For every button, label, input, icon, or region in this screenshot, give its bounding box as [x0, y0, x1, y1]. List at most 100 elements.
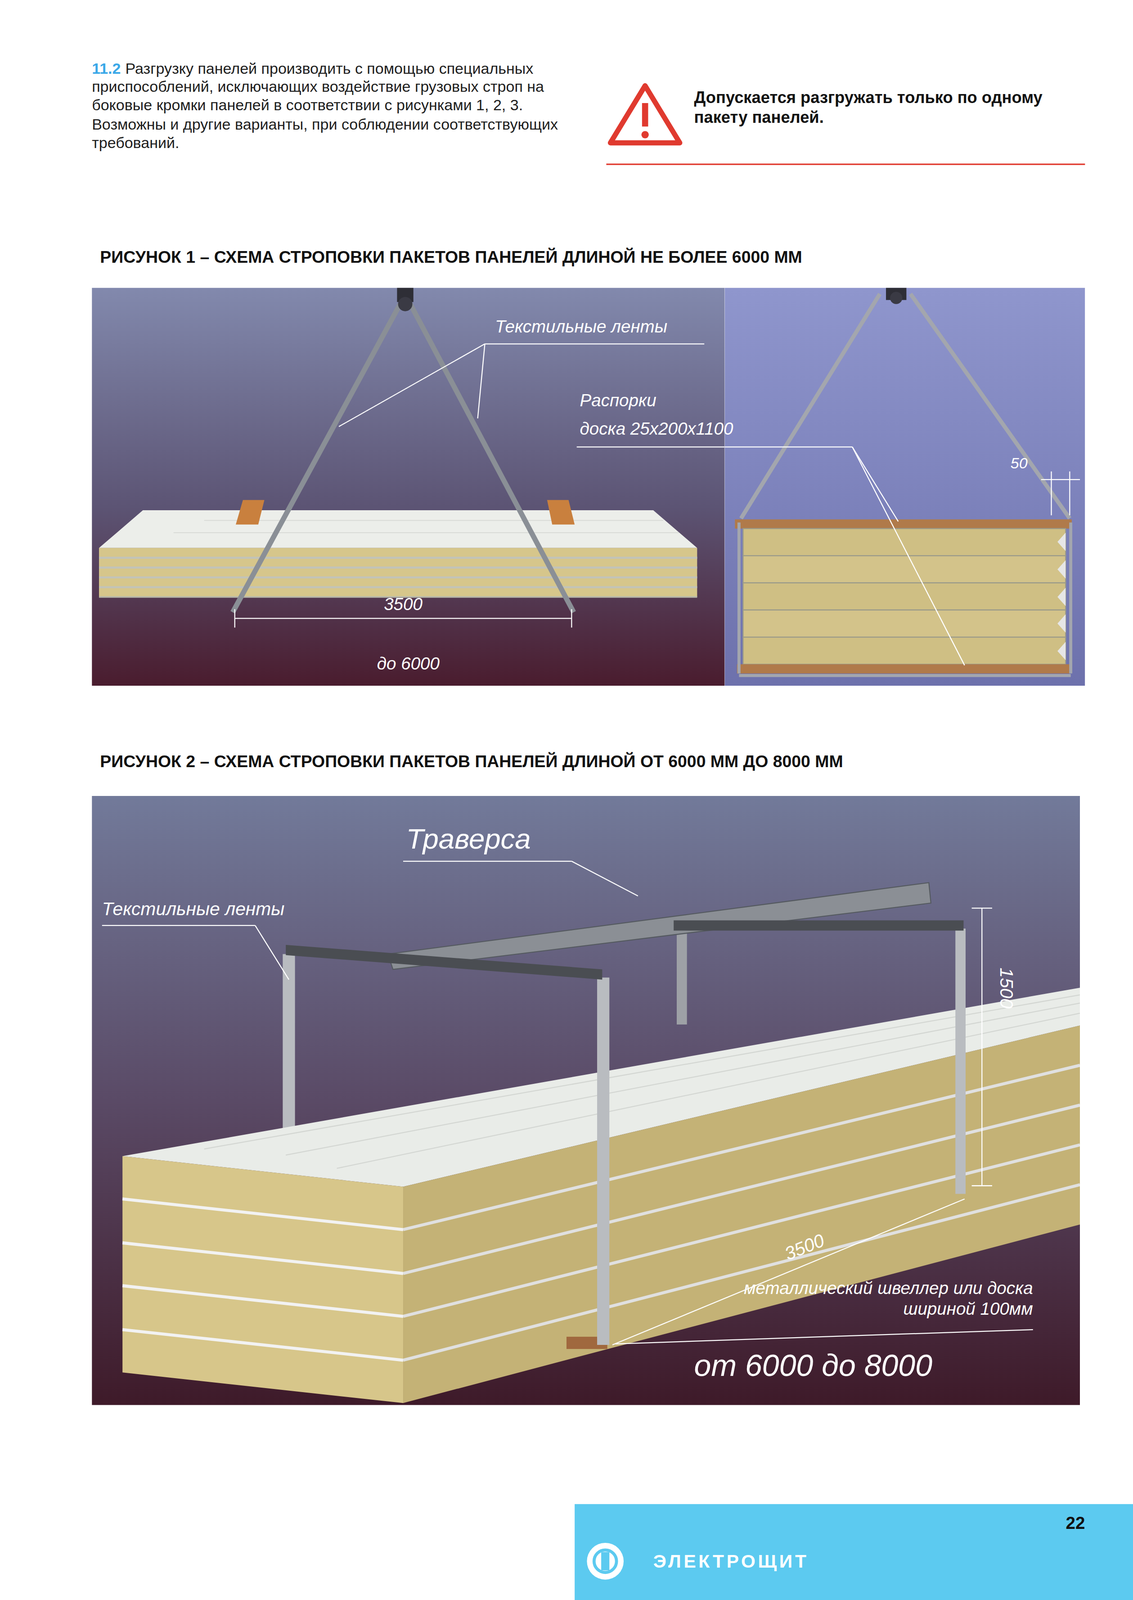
company-logo	[586, 1542, 624, 1580]
figure-2-part	[122, 1285, 404, 1317]
warning-rule	[606, 163, 1085, 165]
figure-2-part	[615, 1329, 1034, 1345]
figure-1-right-part	[1057, 614, 1066, 633]
figure-2-part	[122, 1329, 404, 1361]
figure-2-part	[403, 1025, 1080, 1403]
figure-1-right-part	[742, 610, 1066, 638]
figure-2-part	[403, 1065, 1080, 1230]
warning-note: Допускается разгружать только по одному …	[694, 87, 1088, 127]
figure-2-part	[971, 907, 993, 909]
figure-2-part	[612, 1199, 965, 1345]
figure-1-left-part	[235, 499, 265, 525]
company-logo-part	[586, 1542, 624, 1580]
figure-2	[91, 795, 1080, 1406]
figure-1-right-part	[890, 292, 903, 305]
figure-1-right-part	[910, 293, 1070, 519]
figure-1-right-part	[852, 446, 899, 522]
figure-1-right-part	[852, 446, 965, 666]
figure-1-left-part	[234, 617, 572, 619]
figure-1-left-part	[98, 586, 697, 589]
figure-2-part	[597, 977, 610, 1345]
callout-label: Распорки	[579, 390, 657, 411]
figure-2-part	[971, 1185, 993, 1187]
figure-1-left-part	[398, 296, 413, 312]
figure-1-left-part	[232, 304, 401, 613]
callout-label: Текстильные ленты	[494, 316, 668, 338]
figure-1-left-part	[547, 499, 575, 525]
figure-2-part	[102, 925, 256, 927]
figure-1-left-part	[98, 576, 697, 579]
figure-2-part	[122, 1242, 404, 1274]
figure-1-right-part	[742, 528, 1066, 556]
figure-1-left-part	[98, 556, 697, 559]
figure-1-right-part	[742, 582, 1066, 610]
figure-1-right-part	[1050, 471, 1052, 516]
figure-1-left-part	[98, 510, 697, 549]
figure-1-right-part	[1041, 479, 1080, 481]
dimension-label: 1500	[995, 967, 1018, 1009]
figure-2-part	[403, 1184, 1080, 1361]
figure-1-right-part	[1057, 587, 1066, 607]
figure-title: РИСУНОК 2 – СХЕМА СТРОПОВКИ ПАКЕТОВ ПАНЕ…	[99, 751, 843, 772]
dimension-label: 50	[1010, 454, 1028, 473]
figure-1-left-part	[91, 287, 725, 686]
footer-bar	[574, 1504, 1133, 1600]
company-logo-part	[601, 1551, 610, 1571]
figure-1-right-part	[724, 446, 853, 448]
figure-1-right-part	[724, 287, 1086, 686]
callout-label: Текстильные ленты	[102, 898, 285, 921]
figure-1-right-part	[1069, 471, 1071, 516]
figure-1-left-part	[98, 566, 697, 569]
warning-icon-part	[610, 85, 680, 144]
figure-2-part	[571, 861, 638, 896]
figure-1-right-part	[1069, 522, 1073, 674]
dimension-label: от 6000 до 8000	[694, 1347, 933, 1385]
figure-1-right-part	[737, 664, 1071, 674]
figure-1-left	[91, 287, 725, 686]
figure-title: РИСУНОК 1 – СХЕМА СТРОПОВКИ ПАКЕТОВ ПАНЕ…	[99, 247, 802, 268]
warning-icon-part	[641, 130, 649, 139]
figure-1-right-part	[1057, 560, 1066, 579]
figure-2-part	[676, 930, 688, 1025]
figure-1-right-part	[742, 555, 1066, 583]
figure-2-part	[91, 795, 1080, 1406]
figure-1-left-part	[576, 446, 725, 448]
figure-2-part	[285, 944, 603, 980]
body-text: Разгрузку панелей производить с помощью …	[91, 59, 577, 115]
dimension-label: 3500	[383, 593, 423, 615]
warning-icon	[610, 85, 680, 144]
figure-2-part	[673, 920, 964, 931]
warning-icon-part	[642, 103, 649, 127]
figure-2-part	[955, 928, 966, 1195]
callout-label: Траверса	[406, 821, 531, 856]
callout-label: металлический швеллер или доска шириной …	[741, 1277, 1034, 1320]
figure-1-left-part	[204, 520, 664, 522]
figure-2-part	[981, 908, 983, 1186]
figure-1-right-part	[737, 522, 741, 674]
figure-1-right-part	[1057, 532, 1066, 552]
figure-1-left-part	[338, 343, 485, 427]
figure-2-part	[255, 925, 289, 980]
figure-1-right	[724, 287, 1086, 686]
figure-1-left-part	[173, 532, 679, 534]
dimension-label: 3500	[781, 1229, 828, 1265]
company-name: ЭЛЕКТРОЩИТ	[653, 1550, 810, 1573]
section-number: 11.2	[91, 59, 121, 78]
figure-1-left-part	[570, 609, 572, 628]
figure-2-part	[403, 1105, 1080, 1274]
figure-1-left-part	[98, 548, 697, 598]
page-number: 22	[1065, 1512, 1085, 1534]
figure-1-right-part	[1057, 641, 1066, 661]
figure-2-part	[122, 1155, 404, 1403]
figure-1-left-part	[477, 343, 486, 419]
company-logo-part	[593, 1550, 617, 1573]
figure-1-right-part	[742, 637, 1066, 665]
body-text: Возможны и другие варианты, при соблюден…	[91, 115, 577, 153]
figure-1-left-part	[410, 304, 574, 613]
figure-2-part	[122, 1199, 404, 1230]
figure-1-left-part	[485, 343, 705, 345]
figure-1-right-part	[738, 674, 1071, 678]
figure-1-left-part	[234, 609, 236, 628]
